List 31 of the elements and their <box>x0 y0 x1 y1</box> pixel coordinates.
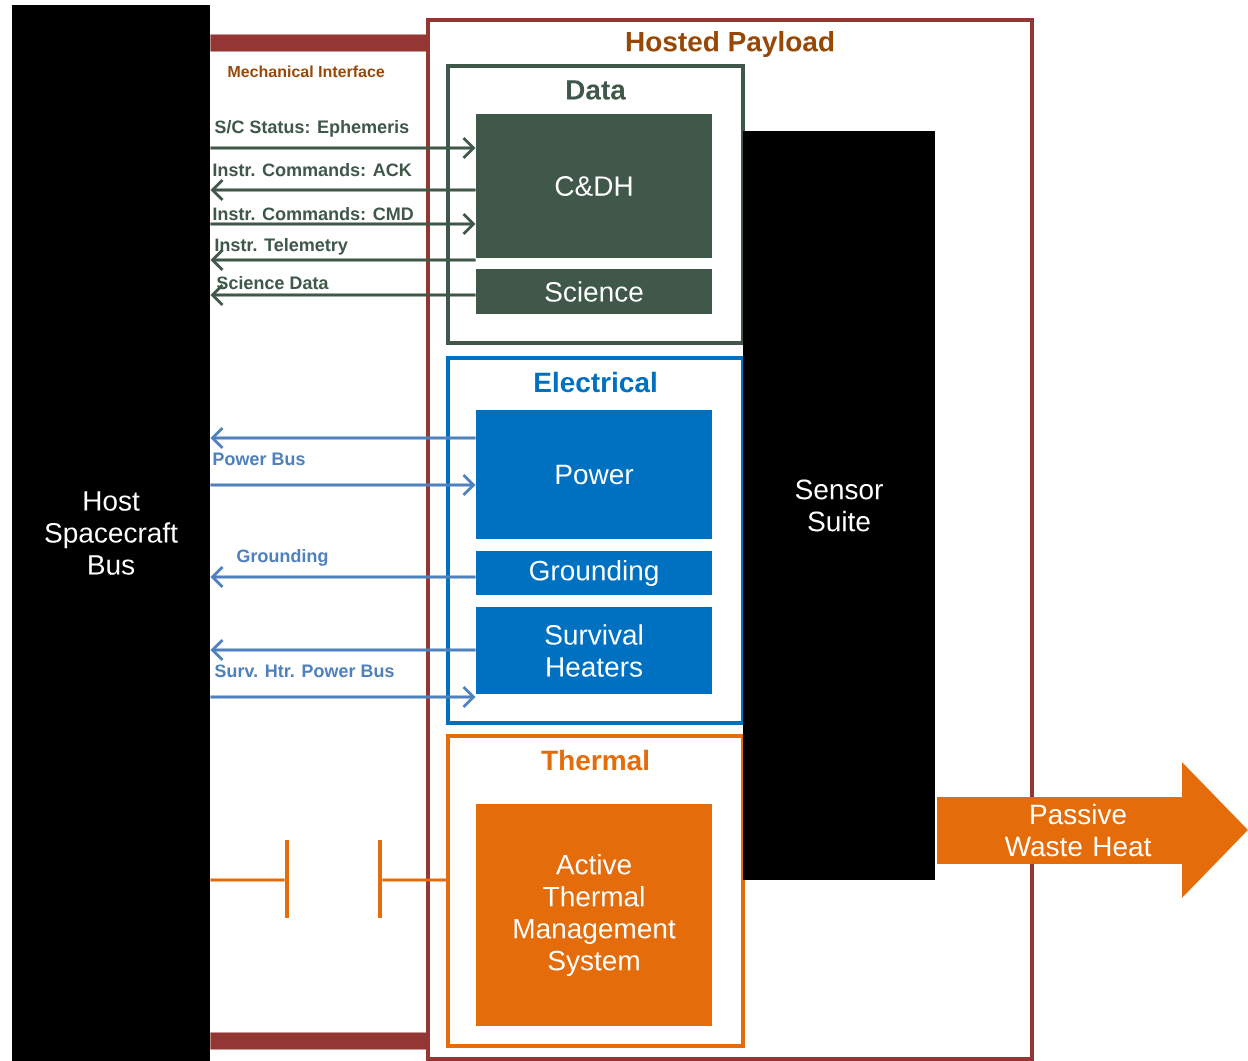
sensor-block: Sensor Suite <box>743 131 935 880</box>
arrow <box>210 638 476 662</box>
arrow <box>210 685 476 709</box>
arrow <box>210 212 476 236</box>
module-box: Survival Heaters <box>476 607 712 694</box>
arrow <box>210 426 476 450</box>
interface-plate <box>378 840 382 918</box>
module-box: Active Thermal Management System <box>476 804 712 1026</box>
bus-block: Host Spacecraft Bus <box>12 5 210 1061</box>
arrow <box>210 136 476 160</box>
module-box: Science <box>476 269 712 314</box>
edge-label: Power Bus <box>213 452 305 466</box>
arrow <box>210 473 476 497</box>
edge-label: Surv. Htr. Power Bus <box>214 664 394 678</box>
module-box: Power <box>476 410 712 539</box>
interface-plate <box>285 840 289 918</box>
edge-label: Instr. Commands: ACK <box>213 162 412 177</box>
edge-label: Grounding <box>237 548 328 566</box>
arrow <box>210 248 476 272</box>
module-box: Grounding <box>476 551 712 595</box>
interface-label: Mechanical Interface <box>228 65 385 78</box>
edge-label: S/C Status: Ephemeris <box>214 119 409 137</box>
interface-bar <box>210 1032 426 1050</box>
edge-label: Instr. Commands: CMD <box>213 206 413 221</box>
arrow <box>210 178 476 202</box>
arrow <box>210 565 476 589</box>
interface-bar <box>210 34 426 52</box>
edge-label: Science Data <box>216 275 329 290</box>
module-box: C&DH <box>476 114 712 258</box>
arrow <box>210 283 476 307</box>
edge-label: Instr. Telemetry <box>215 237 348 255</box>
